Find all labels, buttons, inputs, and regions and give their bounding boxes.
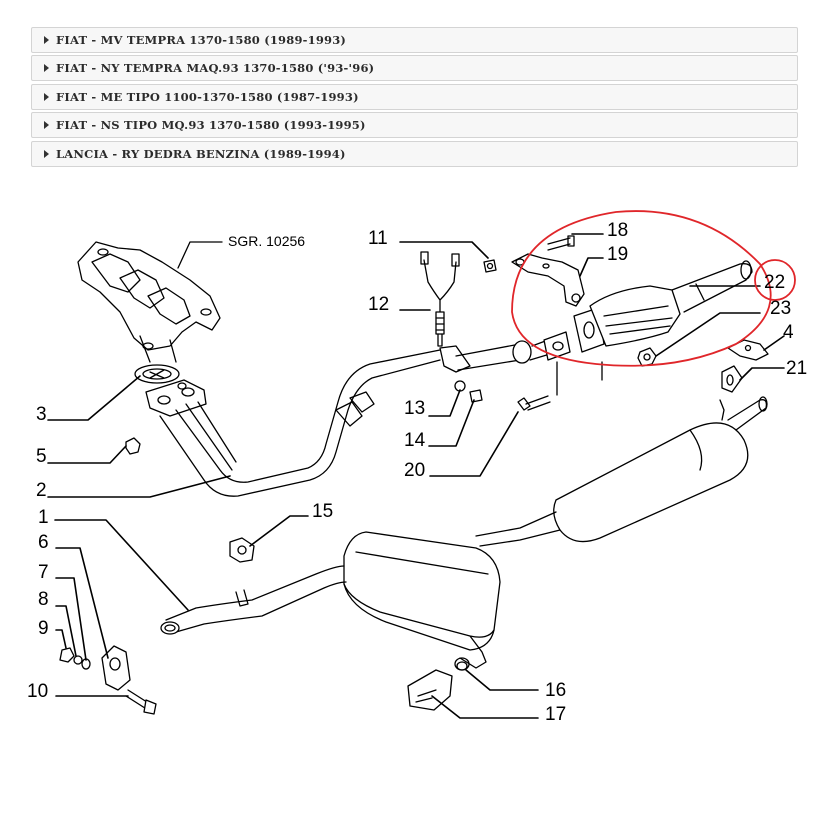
reference-label: SGR. 10256 (228, 233, 305, 249)
bracket-19-drawing (511, 253, 585, 307)
nut-11-drawing (483, 259, 497, 273)
part-label-16[interactable]: 16 (545, 680, 566, 701)
bracket-17-drawing (407, 669, 453, 711)
nut-9-drawing (59, 647, 75, 663)
oxygen-sensor-drawing (420, 251, 460, 347)
exhaust-parts-diagram: SGR. 10256 11 12 18 19 22 23 4 21 3 5 2 … (27, 210, 807, 725)
down-pipe-drawing (159, 349, 441, 497)
part-label-2[interactable]: 2 (36, 480, 47, 501)
accordion-item-label: FIAT - MV TEMPRA 1370-1580 (1989-1993) (56, 33, 347, 47)
part-label-11[interactable]: 11 (368, 228, 388, 249)
stud-18-drawing (547, 235, 575, 251)
part-label-4[interactable]: 4 (783, 322, 794, 343)
part-label-7[interactable]: 7 (38, 562, 49, 583)
part-label-23[interactable]: 23 (770, 298, 791, 319)
rubber-hanger-21-drawing (721, 365, 743, 393)
caret-right-icon (44, 92, 49, 101)
vehicle-accordion: FIAT - MV TEMPRA 1370-1580 (1989-1993) F… (31, 27, 798, 169)
downpipe-flange-drawing (145, 379, 207, 417)
accordion-item-mv-tempra[interactable]: FIAT - MV TEMPRA 1370-1580 (1989-1993) (31, 27, 798, 53)
bolt-10-drawing (125, 689, 157, 715)
nut-23-drawing (637, 347, 657, 367)
part-label-22[interactable]: 22 (764, 272, 785, 293)
part-label-13[interactable]: 13 (404, 398, 425, 419)
nut-8-drawing (73, 655, 83, 665)
nut-5-drawing (125, 437, 141, 455)
part-label-5[interactable]: 5 (36, 446, 47, 467)
rubber-mount-15-drawing (229, 537, 255, 563)
leader-lines (47, 233, 785, 719)
front-pipe-flange-drawing (439, 331, 603, 396)
caret-right-icon (44, 149, 49, 158)
part-label-12[interactable]: 12 (368, 294, 389, 315)
part-label-6[interactable]: 6 (38, 532, 49, 553)
ring-16-drawing (456, 661, 468, 671)
accordion-item-ny-tempra[interactable]: FIAT - NY TEMPRA MAQ.93 1370-1580 ('93-'… (31, 55, 798, 82)
part-label-14[interactable]: 14 (404, 430, 426, 451)
bolt-20-drawing (517, 395, 551, 411)
part-label-18[interactable]: 18 (607, 220, 628, 241)
accordion-item-label: FIAT - NS TIPO MQ.93 1370-1580 (1993-199… (56, 118, 366, 133)
part-label-10[interactable]: 10 (27, 681, 48, 702)
accordion-item-label: FIAT - NY TEMPRA MAQ.93 1370-1580 ('93-'… (56, 61, 375, 76)
nut-14-drawing (469, 389, 483, 403)
exhaust-manifold-drawing (77, 241, 221, 363)
caret-right-icon (44, 64, 49, 73)
part-label-21[interactable]: 21 (786, 358, 807, 379)
part-label-8[interactable]: 8 (38, 589, 49, 610)
highlight-ellipse (511, 210, 772, 367)
caret-right-icon (44, 121, 49, 130)
hanger-6-drawing (101, 645, 131, 691)
accordion-item-label: FIAT - ME TIPO 1100-1370-1580 (1987-1993… (56, 89, 359, 104)
part-label-17[interactable]: 17 (545, 704, 566, 725)
catalytic-converter-highlight (511, 210, 796, 367)
accordion-item-label: LANCIA - RY DEDRA BENZINA (1989-1994) (56, 146, 346, 161)
part-label-1[interactable]: 1 (38, 507, 49, 528)
accordion-item-lancia-dedra[interactable]: LANCIA - RY DEDRA BENZINA (1989-1994) (31, 140, 798, 167)
caret-right-icon (44, 36, 49, 44)
catalytic-converter-drawing (573, 260, 753, 353)
part-label-3[interactable]: 3 (36, 404, 47, 425)
part-label-9[interactable]: 9 (38, 618, 49, 639)
intermediate-pipe-drawing (160, 565, 347, 635)
centre-silencer-drawing (343, 531, 501, 671)
part-label-15[interactable]: 15 (312, 501, 333, 522)
part-label-19[interactable]: 19 (607, 244, 628, 265)
accordion-item-me-tipo[interactable]: FIAT - ME TIPO 1100-1370-1580 (1987-1993… (31, 83, 798, 110)
gasket-drawing (134, 364, 180, 384)
bracket-4-drawing (727, 339, 769, 361)
part-label-20[interactable]: 20 (404, 460, 425, 481)
accordion-item-ns-tipo[interactable]: FIAT - NS TIPO MQ.93 1370-1580 (1993-199… (31, 112, 798, 139)
highlight-circle-22 (754, 259, 796, 301)
rear-silencer-drawing (475, 396, 768, 547)
